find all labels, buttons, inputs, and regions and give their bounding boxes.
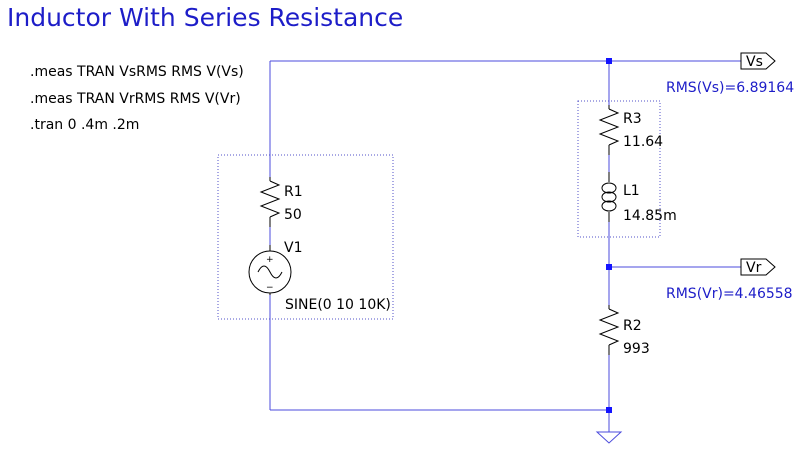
tran-directive[interactable]: .tran 0 .4m .2m: [30, 117, 140, 133]
l1-value: 14.85m: [623, 208, 677, 224]
schematic-title: Inductor With Series Resistance: [7, 3, 404, 32]
junction-dot-vr: [606, 264, 612, 270]
net-label-vr[interactable]: Vr: [740, 258, 776, 276]
voltage-source-v1[interactable]: [248, 245, 292, 295]
resistor-r3[interactable]: [598, 105, 620, 155]
r2-name: R2: [623, 318, 642, 334]
measure-vs-rms: RMS(Vs)=6.89164: [666, 80, 794, 96]
v1-plus-sign: +: [266, 255, 274, 265]
measure-vr-rms: RMS(Vr)=4.46558: [666, 286, 793, 302]
r3-value: 11.64: [623, 134, 663, 150]
net-label-vs-text: Vs: [746, 54, 763, 70]
r1-value: 50: [284, 207, 302, 223]
inductor-l1[interactable]: [601, 172, 617, 222]
r2-value: 993: [623, 341, 650, 357]
source-group-box: [217, 154, 394, 320]
junction-dot-ground: [606, 407, 612, 413]
r3-name: R3: [623, 111, 642, 127]
v1-minus-sign: −: [266, 283, 274, 293]
net-label-vs[interactable]: Vs: [740, 52, 776, 70]
junction-dot-vs: [606, 58, 612, 64]
inductor-group-box: [577, 100, 661, 238]
net-label-vr-text: Vr: [746, 260, 762, 276]
resistor-r1[interactable]: [259, 177, 281, 227]
resistor-r2[interactable]: [598, 305, 620, 355]
v1-name: V1: [284, 240, 302, 256]
l1-name: L1: [623, 183, 640, 199]
v1-value: SINE(0 10 10K): [285, 297, 391, 313]
wires: [269, 60, 741, 432]
meas-directive-vr[interactable]: .meas TRAN VrRMS RMS V(Vr): [30, 91, 241, 107]
ground-icon[interactable]: [595, 431, 623, 444]
r1-name: R1: [284, 184, 303, 200]
meas-directive-vs[interactable]: .meas TRAN VsRMS RMS V(Vs): [30, 64, 244, 80]
